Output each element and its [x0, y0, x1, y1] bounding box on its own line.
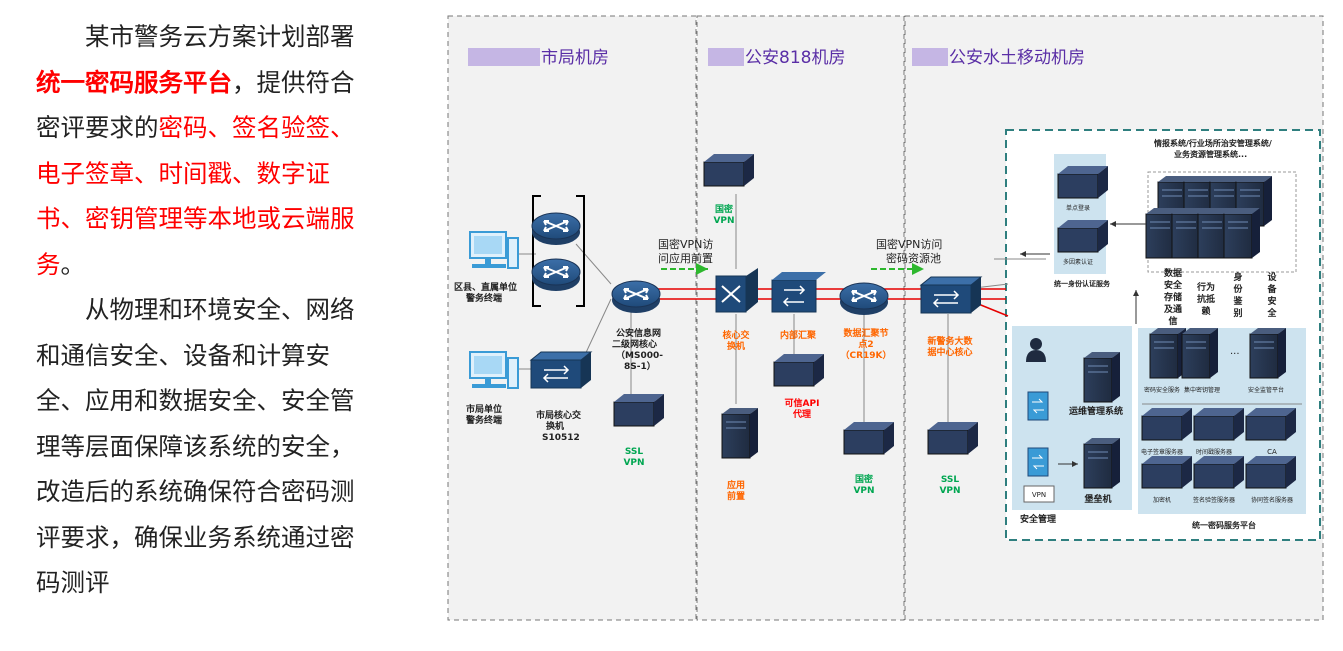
paragraph-1: 某市警务云方案计划部署统一密码服务平台，提供符合密评要求的密码、签名验签、电子签… [36, 14, 366, 287]
label-c5: 时间戳服务器 [1196, 448, 1232, 456]
server-icon [1083, 351, 1121, 403]
label-c1: 密码安全服务 [1144, 386, 1180, 394]
label-vpn-text2: 国密VPN访问密码资源池 [876, 237, 942, 265]
label-intel: 情报系统/行业场所治安管理系统/业务资源管理系统... [1153, 138, 1272, 159]
label-c6: CA [1267, 448, 1277, 456]
label-sso: 单点登录 [1066, 204, 1090, 212]
server-icon [1249, 327, 1287, 379]
label-secmgmt: 安全管理 [1020, 513, 1056, 525]
zone-shiju [447, 15, 697, 621]
core-router-icon [611, 280, 661, 314]
label-shuju: 数据汇聚节点2（CR19K） [840, 327, 891, 361]
label-term2: 市局单位警务终端 [466, 403, 502, 426]
label-col3: 身份鉴别 [1232, 271, 1243, 319]
server-icon [843, 421, 895, 455]
server-icon [1057, 219, 1109, 253]
switch-icon [920, 276, 982, 314]
label-c7: 加密机 [1153, 496, 1171, 504]
label-neibu: 内部汇聚 [780, 329, 817, 341]
core-switch-icon [715, 268, 758, 313]
server-icon [613, 393, 665, 427]
server-icon [721, 407, 759, 459]
server-icon [1149, 327, 1187, 379]
server-rack-icon [1145, 175, 1273, 259]
p1-part-a: 某市警务云方案计划部署 [85, 22, 355, 51]
server-icon [1245, 407, 1297, 441]
blur-mask-2 [708, 48, 744, 66]
server-icon [1181, 327, 1219, 379]
p1-highlight-platform: 统一密码服务平台 [36, 67, 232, 97]
network-diagram: 市局机房 公安818机房 公安水土移动机房 区县、直属单位警务终端 市局单位警务… [447, 15, 1324, 621]
server-icon [1193, 407, 1245, 441]
description-text: 某市警务云方案计划部署统一密码服务平台，提供符合密评要求的密码、签名验签、电子签… [36, 14, 366, 606]
server-icon [773, 353, 825, 387]
firewall-icon [1027, 391, 1049, 421]
zone-818 [696, 15, 905, 621]
router-icon [531, 258, 581, 292]
blur-mask-3 [912, 48, 948, 66]
label-vpn-text1: 国密VPN访问应用前置 [658, 237, 713, 265]
label-multi: 多因素认证 [1063, 258, 1093, 266]
blur-mask-1 [468, 48, 540, 66]
label-core: 公安信息网二级网核心（MS000-8S-1） [612, 327, 663, 372]
server-icon [927, 421, 979, 455]
server-icon [1141, 407, 1193, 441]
paragraph-2: 从物理和环境安全、网络和通信安全、设备和计算安全、应用和数据安全、安全管理等层面… [36, 295, 355, 597]
label-col2: 行为抗抵赖 [1196, 281, 1215, 317]
admin-person-icon [1026, 338, 1046, 362]
zone-title-3: 公安水土移动机房 [949, 48, 1085, 68]
bracket [532, 195, 585, 307]
server-icon [1245, 455, 1297, 489]
label-xinjing: 新警务大数据中心核心 [927, 335, 973, 358]
label-hexin: 核心交换机 [722, 329, 749, 352]
label-ops: 运维管理系统 [1069, 405, 1123, 417]
p1-part-e: 。 [60, 249, 86, 279]
switch-icon [530, 351, 592, 389]
zone-title-1: 市局机房 [541, 48, 609, 68]
label-col4: 设备安全 [1266, 271, 1277, 319]
router-icon [531, 212, 581, 246]
p1-highlight-services: 密码、签名验签、电子签章、时间戳、数字证书、密钥管理等本地或云端服务 [36, 113, 355, 279]
label-c4: 电子签章服务器 [1141, 448, 1183, 456]
server-icon [703, 153, 755, 187]
server-icon [1193, 455, 1245, 489]
server-icon [1057, 165, 1109, 199]
label-col1: 数据安全存储及通信 [1164, 267, 1183, 327]
label-idauth: 统一身份认证服务 [1054, 279, 1111, 288]
label-crypto-title: 统一密码服务平台 [1192, 520, 1256, 530]
label-term1: 区县、直属单位警务终端 [454, 281, 517, 304]
switch-icon [771, 272, 826, 313]
label-c8: 签名验签服务器 [1193, 496, 1235, 504]
label-vpn-box: VPN [1032, 491, 1046, 499]
vpn-box-frame [1023, 485, 1055, 503]
router-icon [839, 282, 889, 316]
label-c3: 安全监管平台 [1248, 386, 1284, 394]
firewall-icon [1027, 447, 1049, 477]
label-c9: 协同签名服务器 [1251, 496, 1293, 504]
server-icon [1141, 455, 1193, 489]
label-c2: 集中密钥管理 [1184, 386, 1220, 394]
label-dots: ... [1230, 346, 1240, 357]
p1-part-c: ，提供符合密评要求的 [36, 67, 355, 143]
label-bastion: 堡垒机 [1084, 493, 1111, 505]
server-icon [1083, 437, 1121, 489]
zone-title-2: 公安818机房 [745, 48, 845, 68]
label-app: 应用前置 [727, 479, 745, 502]
